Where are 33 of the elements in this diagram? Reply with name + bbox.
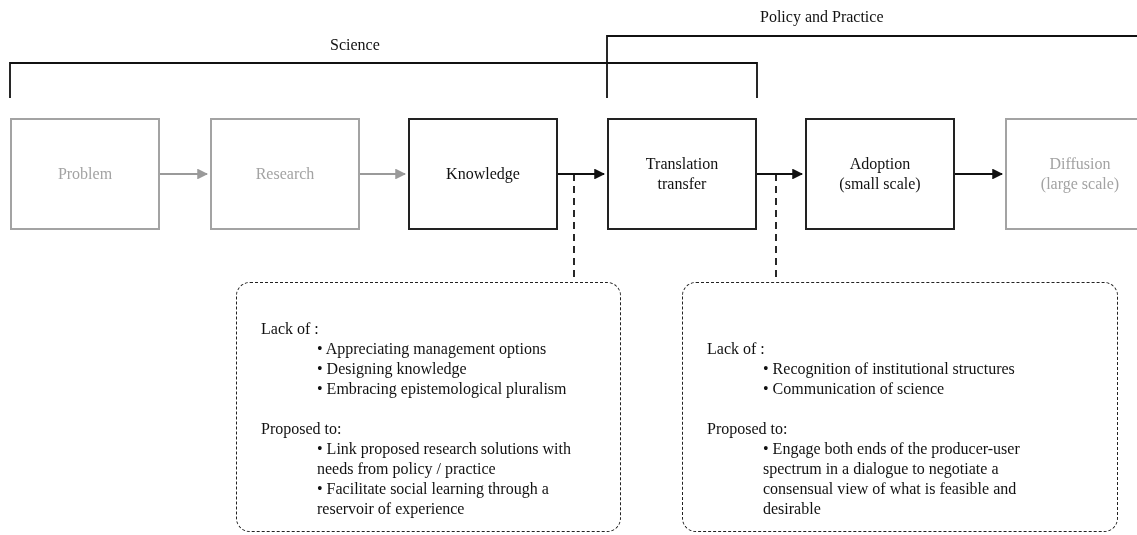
bullet-item: • Engage both ends of the producer-user spectrum in a dialogue to negotiate a consensual view of what is feasible and desirable	[763, 439, 1021, 519]
bullet-item: • Link proposed research solutions with needs from policy / practice	[317, 439, 572, 479]
bullet-item: • Embracing epistemological pluralism	[317, 379, 568, 399]
bullet-item: • Communication of science	[763, 379, 946, 399]
process-box	[805, 118, 955, 230]
arrow	[954, 168, 1004, 180]
process-box	[607, 118, 757, 230]
process-box	[408, 118, 558, 230]
note-heading: Proposed to:	[707, 419, 789, 439]
arrow	[159, 168, 209, 180]
note-box	[682, 282, 1118, 532]
bullet-item: • Facilitate social learning through a reservoir of experience	[317, 479, 550, 519]
process-box	[210, 118, 360, 230]
box-label: Diffusion (large scale)	[1039, 154, 1121, 194]
arrow	[756, 168, 804, 180]
note-heading: Lack of :	[707, 339, 766, 359]
bullet-item: • Appreciating management options	[317, 339, 548, 359]
note-heading: Lack of :	[261, 319, 320, 339]
note-box	[236, 282, 621, 532]
arrow	[359, 168, 407, 180]
box-label: Knowledge	[446, 164, 520, 184]
bullet-item: • Designing knowledge	[317, 359, 468, 379]
box-label: Translation transfer	[644, 154, 720, 194]
bracket-label: Science	[330, 36, 380, 54]
process-box	[10, 118, 160, 230]
box-label: Adoption (small scale)	[839, 154, 921, 194]
bullet-item: • Recognition of institutional structures	[763, 359, 1016, 379]
box-label: Problem	[57, 164, 113, 184]
arrow	[557, 168, 606, 180]
note-heading: Proposed to:	[261, 419, 343, 439]
box-label: Research	[255, 164, 315, 184]
bracket-label: Policy and Practice	[760, 8, 884, 26]
process-box	[1005, 118, 1137, 230]
